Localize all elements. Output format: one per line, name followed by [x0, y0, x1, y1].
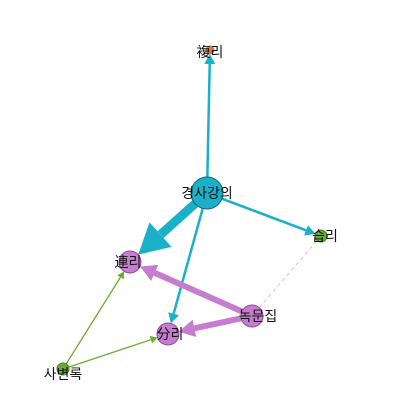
edge-arrowhead: [178, 319, 197, 337]
node-label-bunri: 分리: [157, 327, 184, 343]
edge-arrowhead: [140, 264, 159, 281]
edges-layer: [65, 53, 318, 368]
edge-line: [157, 200, 199, 238]
node-label-seupri: 습리: [312, 229, 338, 245]
edge-sabyeon-to-bunri: [68, 336, 158, 368]
edge-gyeongsa-to-bokri: [204, 53, 216, 178]
edge-nokmun-to-bunri: [178, 315, 242, 337]
node-label-sabyeon: 사변록: [44, 367, 83, 383]
edge-line: [153, 270, 244, 315]
edge-arrowhead: [304, 225, 316, 236]
edge-line: [258, 240, 318, 308]
nodes-layer: [56, 45, 328, 376]
edge-gyeongsa-to-yeonri: [138, 200, 199, 255]
node-bokri[interactable]: [205, 45, 215, 55]
edge-sabyeon-to-yeonri: [65, 271, 125, 365]
edge-line: [206, 63, 211, 178]
edge-line: [65, 276, 121, 365]
edge-arrowhead: [138, 222, 172, 255]
edge-line: [68, 339, 152, 368]
edge-gyeongsa-to-bunri: [168, 208, 204, 324]
node-bunri[interactable]: [156, 322, 180, 346]
node-nokmun[interactable]: [240, 304, 264, 328]
edge-line: [221, 197, 307, 232]
edge-nokmun-to-yeonri: [140, 264, 244, 315]
edge-line: [172, 208, 204, 315]
node-label-bokri: 複리: [197, 44, 224, 61]
edge-arrowhead: [168, 312, 179, 324]
edge-arrowhead: [149, 336, 158, 344]
edge-line: [193, 315, 242, 332]
edge-arrowhead: [117, 271, 125, 280]
node-gyeongsa[interactable]: [190, 176, 224, 210]
node-seupri[interactable]: [314, 229, 328, 243]
edge-gyeongsa-to-seupri: [221, 197, 316, 236]
edge-arrowhead: [204, 53, 216, 65]
node-sabyeon[interactable]: [56, 362, 70, 376]
node-yeonri[interactable]: [118, 250, 142, 274]
edge-nokmun-to-seupri: [258, 240, 318, 308]
node-label-nokmun: 녹문집: [239, 309, 278, 325]
node-label-gyeongsa: 경사강의: [181, 186, 233, 202]
node-label-yeonri: 連리: [115, 255, 142, 271]
